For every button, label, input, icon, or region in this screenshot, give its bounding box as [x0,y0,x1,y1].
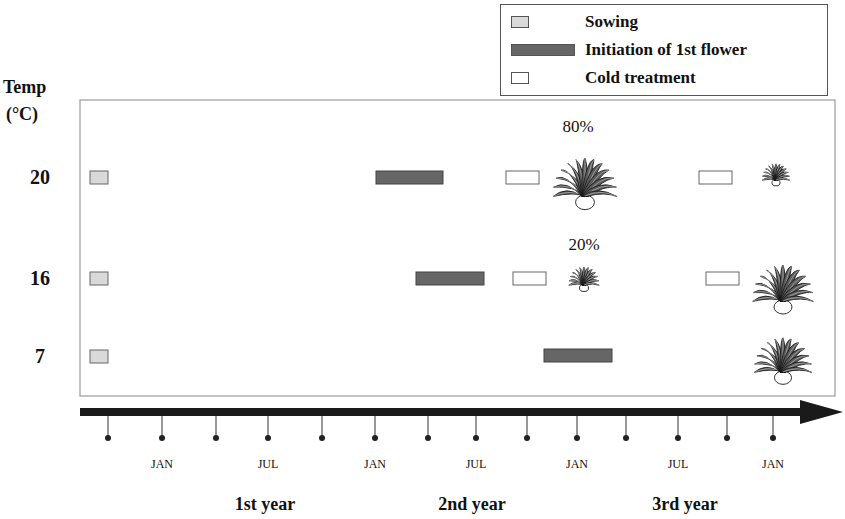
month-label: JAN [566,458,588,471]
percent-label: 20% [568,236,599,255]
tick-dot [425,435,431,441]
temp-value: 16 [30,267,50,289]
tick-dot [265,435,271,441]
plot-frame [80,100,835,396]
sowing-marks [90,171,108,363]
month-label: JUL [668,458,689,471]
tick [322,416,323,438]
tick [428,416,429,438]
tick [773,416,774,438]
year-label: 2nd year [438,495,506,515]
tick-dot [159,435,165,441]
tick [268,416,269,438]
legend-swatch [511,16,529,28]
legend-box: SowingInitiation of 1st flowerCold treat… [500,4,828,96]
plant-icons [553,158,813,384]
tick-dot [524,435,530,441]
tick-dot [574,435,580,441]
percent-label: 80% [562,118,593,137]
axis-title: Temp [3,78,46,98]
axis-unit: (°C) [6,105,38,125]
legend-swatch [511,72,529,84]
tick-dot [213,435,219,441]
tick [476,416,477,438]
legend-swatch [511,44,575,56]
tick [527,416,528,438]
time-axis [80,400,843,424]
tick [375,416,376,438]
month-label: JAN [762,458,784,471]
legend-row: Initiation of 1st flower [511,39,747,61]
tick-dot [319,435,325,441]
tick-dot [675,435,681,441]
plant [754,338,812,385]
tick [162,416,163,438]
plant [753,265,814,314]
month-label: JUL [258,458,279,471]
tick [577,416,578,438]
tick-dot [372,435,378,441]
legend-text: Initiation of 1st flower [585,40,747,60]
initiation-bars [376,171,612,362]
legend-text: Sowing [585,12,638,32]
year-label: 1st year [235,495,295,515]
tick [216,416,217,438]
month-label: JAN [364,458,386,471]
tick [727,416,728,438]
tick-dot [473,435,479,441]
legend-row: Cold treatment [511,67,696,89]
plant [762,164,789,186]
tick-dot [770,435,776,441]
tick-dot [623,435,629,441]
cold-treatment-bars [506,171,739,285]
temp-value: 7 [35,345,45,367]
tick-dot [724,435,730,441]
tick [626,416,627,438]
month-label: JAN [151,458,173,471]
plant [553,158,617,209]
tick-dot [105,435,111,441]
legend-text: Cold treatment [585,68,696,88]
tick [108,416,109,438]
temp-value: 20 [30,166,50,188]
plant [569,267,599,292]
axis-ticks [105,416,776,441]
tick [678,416,679,438]
month-label: JUL [466,458,487,471]
legend-row: Sowing [511,11,638,33]
year-label: 3rd year [652,495,717,515]
